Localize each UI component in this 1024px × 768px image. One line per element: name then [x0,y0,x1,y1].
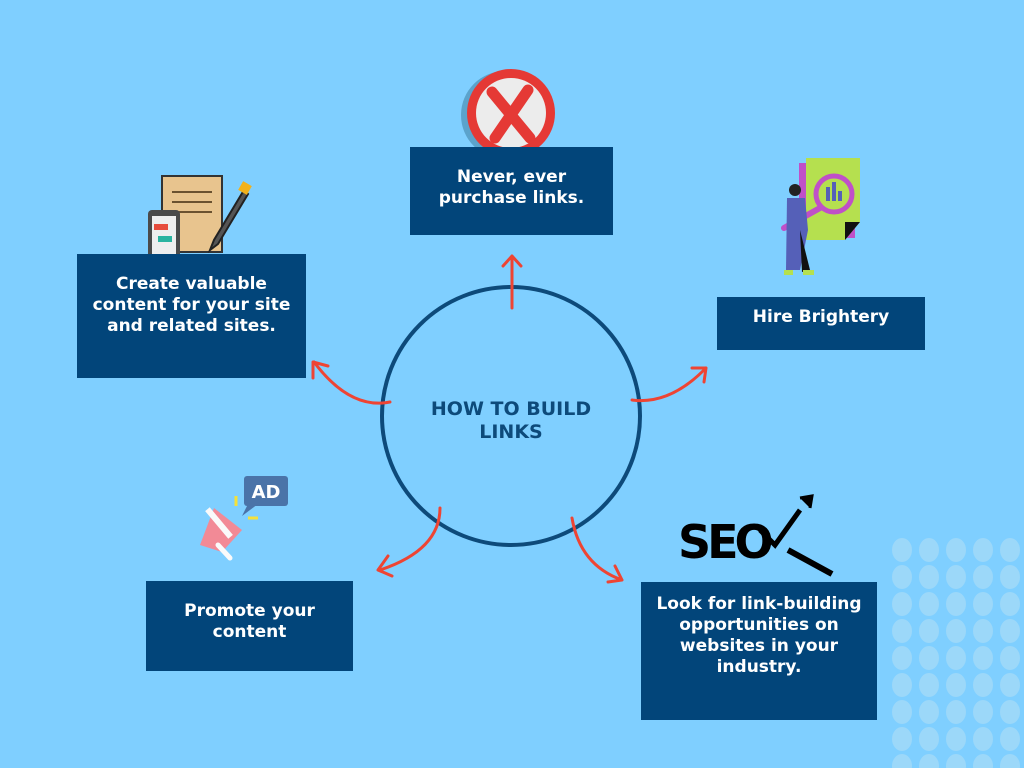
pattern-dot [919,619,939,643]
step-look-for-opportunities: Look for link-building opportunities on … [641,582,877,720]
seo-icon: SEO [678,494,834,577]
arrow-right [630,366,708,403]
pattern-dot [973,538,993,562]
pattern-dot [1000,754,1020,768]
pattern-dot [1000,592,1020,616]
megaphone-ad-icon: AD [200,476,288,561]
pattern-dot [892,700,912,724]
pattern-dot [973,619,993,643]
step-promote-content: Promote your content [146,581,353,671]
pattern-dot [946,646,966,670]
pattern-dot [973,646,993,670]
pattern-dot [946,565,966,589]
arrow-up [501,254,523,310]
pattern-dot [1000,565,1020,589]
pattern-dot [1000,673,1020,697]
pattern-dot [1000,646,1020,670]
pattern-dot [892,592,912,616]
arrow-bottom-right [570,516,624,584]
pattern-dot [1000,727,1020,751]
pattern-dot [892,646,912,670]
pattern-dot [892,619,912,643]
pattern-dot [892,538,912,562]
step-text: Never, ever purchase links. [438,167,585,208]
pattern-dot [919,592,939,616]
step-text: Hire Brightery [752,307,890,327]
pattern-dot [946,700,966,724]
step-text: Promote your content [184,601,315,642]
analyst-magnifier-icon [781,158,860,275]
step-text: Look for link-building opportunities on … [656,594,862,677]
pattern-dot [1000,538,1020,562]
pattern-dot [946,619,966,643]
step-create-content: Create valuable content for your site an… [77,254,306,378]
pattern-dot [892,673,912,697]
pattern-dot [946,754,966,768]
pattern-dot [892,727,912,751]
pattern-dot [973,592,993,616]
pattern-dot [919,727,939,751]
center-title: HOW TO BUILD LINKS [430,398,592,443]
pattern-dot [973,727,993,751]
x-mark-icon [461,69,555,159]
ad-label: AD [252,482,281,503]
document-pen-icon [148,175,252,262]
pattern-dot [973,700,993,724]
pattern-dot [1000,619,1020,643]
step-never-purchase-links: Never, ever purchase links. [410,147,613,235]
pattern-dot [919,565,939,589]
pattern-dot [973,754,993,768]
pattern-dot [1000,700,1020,724]
step-hire-brightery: Hire Brightery [717,297,925,350]
pattern-dot [892,754,912,768]
arrows [311,254,708,584]
step-text: Create valuable content for your site an… [92,274,291,336]
pattern-dot [973,673,993,697]
pattern-dot [919,538,939,562]
dot-pattern [892,538,1020,768]
arrow-left [311,360,392,405]
pattern-dot [973,565,993,589]
pattern-dot [946,673,966,697]
seo-label: SEO [678,515,772,569]
pattern-dot [892,565,912,589]
pattern-dot [919,700,939,724]
pattern-dot [946,727,966,751]
pattern-dot [919,646,939,670]
pattern-dot [919,673,939,697]
pattern-dot [946,538,966,562]
pattern-dot [946,592,966,616]
pattern-dot [919,754,939,768]
arrow-bottom-left [376,506,442,578]
